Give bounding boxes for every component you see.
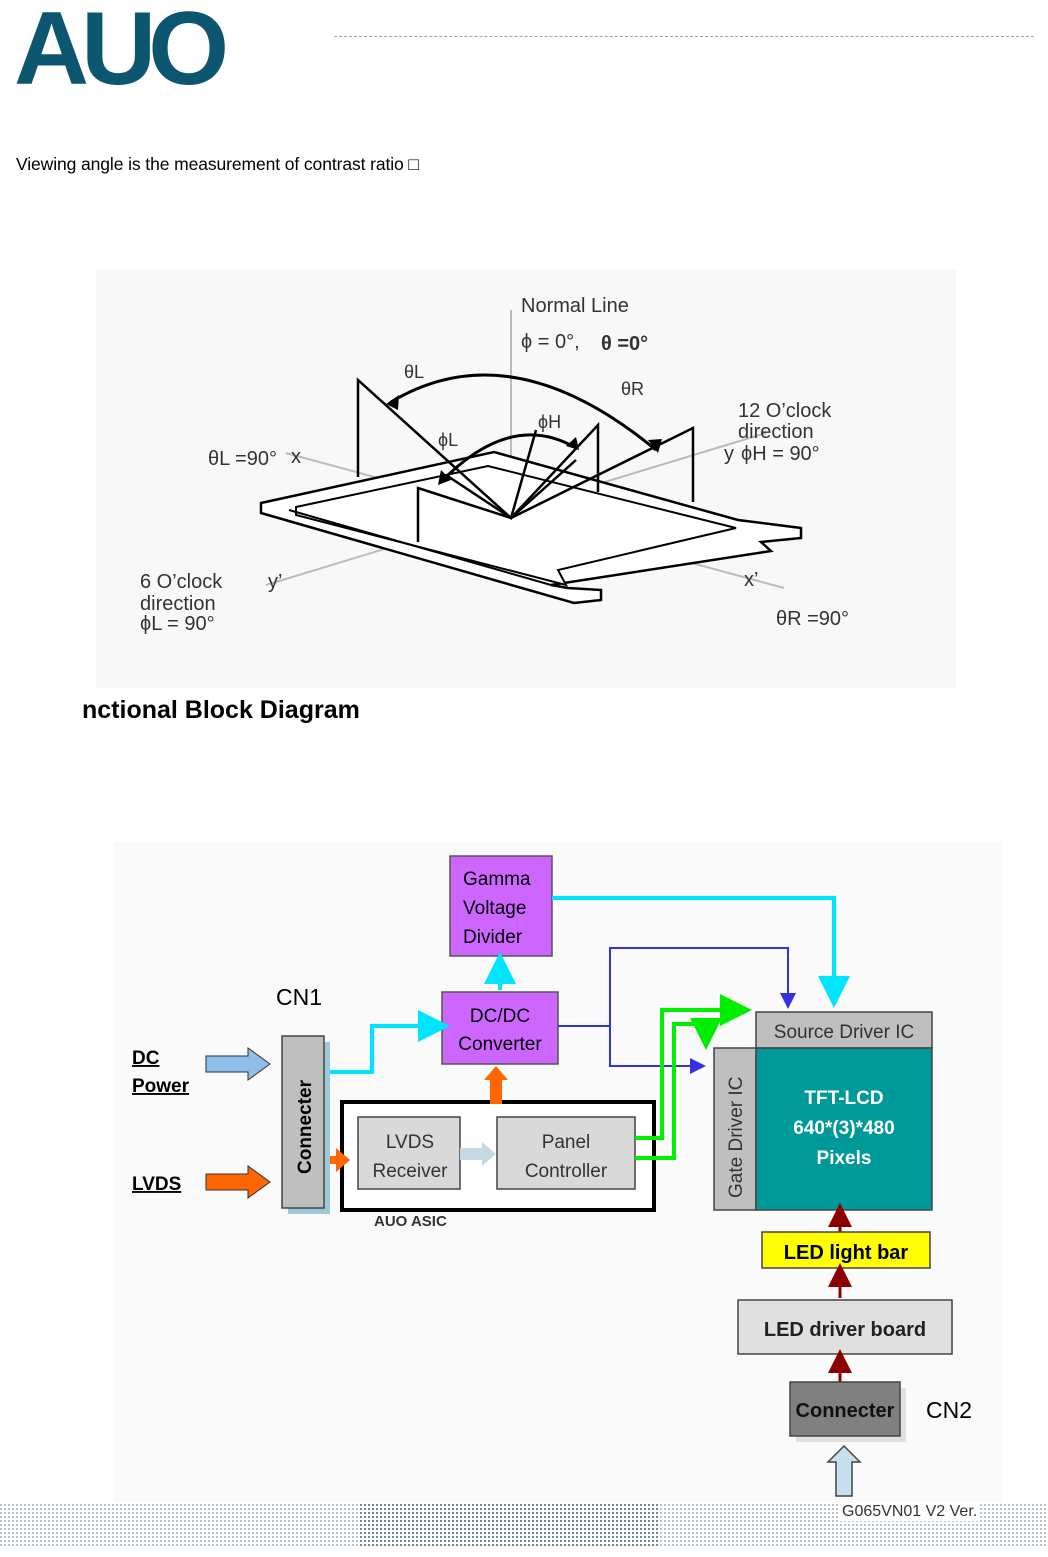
- logo-text: AUO: [14, 2, 225, 88]
- phi-h-90-label: ϕH = 90°: [741, 443, 820, 465]
- lvds-input-label: LVDS: [132, 1174, 181, 1195]
- svg-text:640*(3)*480: 640*(3)*480: [793, 1118, 894, 1139]
- power-label: Power: [132, 1076, 190, 1097]
- dc-power-arrow: [205, 1047, 271, 1081]
- dcdc-converter-block: DC/DC Converter: [441, 991, 559, 1065]
- connecter-cn1-block: Connecter: [281, 1035, 330, 1214]
- tft-lcd-block: TFT-LCD 640*(3)*480 Pixels: [755, 1047, 933, 1211]
- auo-asic-label: AUO ASIC: [374, 1213, 447, 1230]
- functional-block-diagram: Gamma Voltage Divider DC/DC Converter CN…: [114, 842, 1002, 1502]
- svg-text:Controller: Controller: [525, 1161, 608, 1182]
- auo-asic-block: LVDS Receiver Panel Controller: [340, 1100, 656, 1212]
- phi-l-mark: ϕL: [438, 430, 458, 450]
- twelve-oclock-line2: direction: [738, 421, 814, 443]
- led-light-bar-block: LED light bar: [761, 1231, 931, 1269]
- svg-text:TFT-LCD: TFT-LCD: [804, 1088, 883, 1109]
- svg-text:Connecter: Connecter: [796, 1400, 895, 1422]
- svg-text:Gamma: Gamma: [463, 869, 531, 890]
- theta-r-mark: θR: [621, 379, 644, 399]
- svg-text:Connecter: Connecter: [295, 1079, 316, 1174]
- svg-text:Pixels: Pixels: [817, 1148, 872, 1169]
- svg-text:LED driver board: LED driver board: [764, 1319, 926, 1341]
- axis-x-prime-label: x’: [744, 569, 758, 591]
- gamma-voltage-divider-block: Gamma Voltage Divider: [449, 855, 553, 957]
- normal-line-label: Normal Line: [521, 295, 629, 317]
- theta-l-90-label: θL =90°: [208, 448, 277, 470]
- intro-text: Viewing angle is the measurement of cont…: [16, 154, 419, 174]
- cn1-label: CN1: [276, 984, 322, 1010]
- axis-y-label: y: [724, 443, 734, 465]
- viewing-cone: [356, 377, 695, 542]
- svg-text:LVDS: LVDS: [386, 1132, 434, 1153]
- svg-text:Voltage: Voltage: [463, 898, 526, 919]
- panel-controller-block: [496, 1116, 636, 1190]
- lvds-arrow: [205, 1165, 271, 1199]
- lcd-panel-frame: [259, 450, 803, 605]
- svg-text:Divider: Divider: [463, 927, 523, 948]
- svg-text:Converter: Converter: [458, 1034, 542, 1055]
- axis-y-prime-label: y’: [268, 571, 282, 593]
- power-input-arrow: [826, 1444, 862, 1497]
- svg-text:LED light bar: LED light bar: [784, 1242, 909, 1264]
- phi-l-90-label: ϕL = 90°: [140, 613, 215, 635]
- led-driver-board-block: LED driver board: [737, 1299, 953, 1355]
- svg-text:DC/DC: DC/DC: [470, 1006, 530, 1027]
- svg-text:Receiver: Receiver: [373, 1161, 449, 1182]
- axis-x-label: x: [291, 446, 301, 468]
- svg-text:Gate Driver IC: Gate Driver IC: [726, 1077, 747, 1198]
- header-rule: [334, 36, 1034, 37]
- twelve-oclock-line1: 12 O’clock: [738, 400, 832, 422]
- viewing-angle-figure: Normal Line ϕ = 0°, θ =0° θL θR ϕH ϕL 12…: [96, 270, 956, 688]
- dc-label: DC: [132, 1048, 160, 1069]
- gate-driver-ic-block: Gate Driver IC: [713, 1047, 757, 1211]
- section-heading: nctional Block Diagram: [82, 696, 360, 724]
- source-driver-ic-block: Source Driver IC: [755, 1011, 933, 1049]
- svg-text:Source Driver IC: Source Driver IC: [774, 1022, 914, 1043]
- lvds-receiver-block: [357, 1116, 461, 1190]
- theta-zero-label: θ =0°: [601, 333, 648, 355]
- connecter-cn2-block: Connecter: [789, 1381, 906, 1442]
- phi-zero-label: ϕ = 0°,: [521, 331, 580, 353]
- phi-h-mark: ϕH: [538, 412, 561, 432]
- theta-r-90-label: θR =90°: [776, 608, 849, 630]
- six-oclock-line1: 6 O’clock: [140, 571, 223, 593]
- theta-l-mark: θL: [404, 362, 424, 382]
- auo-logo: AUO: [14, 0, 260, 107]
- cn2-label: CN2: [926, 1397, 972, 1423]
- six-oclock-line2: direction: [140, 593, 216, 615]
- footer-model: G065VN01 V2 Ver.: [840, 1503, 980, 1521]
- svg-text:Panel: Panel: [542, 1132, 591, 1153]
